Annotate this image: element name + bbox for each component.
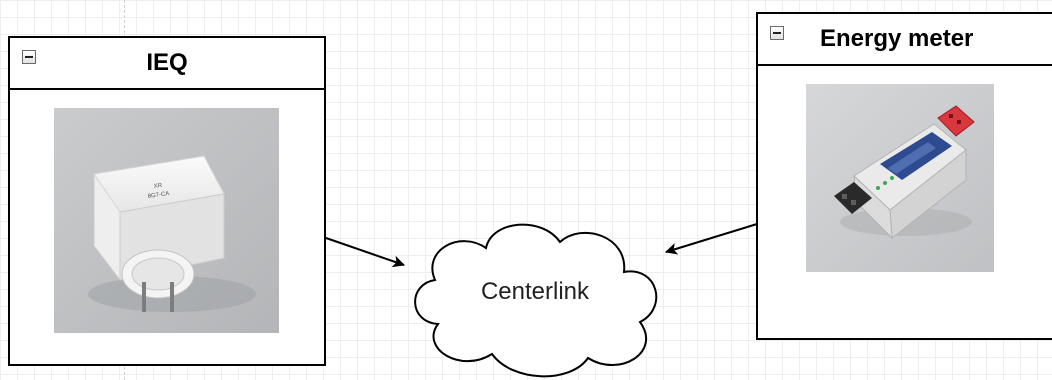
- energy-meter-container[interactable]: Energy meter: [756, 12, 1052, 340]
- ieq-title: IEQ: [146, 49, 188, 76]
- centerlink-cloud[interactable]: [400, 212, 670, 380]
- edge-ieq-to-centerlink[interactable]: [325, 237, 405, 268]
- ieq-container[interactable]: IEQ X: [8, 36, 326, 366]
- ieq-photo-label-line2: 8G7-CA: [147, 191, 169, 200]
- ieq-device-photo: XR 8G7-CA: [54, 108, 279, 333]
- edge-energy-meter-to-centerlink[interactable]: [665, 223, 758, 255]
- ieq-header[interactable]: IEQ: [10, 38, 324, 90]
- collapse-minus-icon[interactable]: [22, 50, 36, 64]
- ieq-photo-label-line1: XR: [153, 183, 163, 190]
- centerlink-label: Centerlink: [480, 278, 590, 305]
- energy-meter-device-photo: [806, 84, 994, 272]
- energy-meter-title: Energy meter: [820, 25, 974, 52]
- energy-meter-header[interactable]: Energy meter: [758, 14, 1052, 66]
- collapse-minus-icon[interactable]: [770, 26, 784, 40]
